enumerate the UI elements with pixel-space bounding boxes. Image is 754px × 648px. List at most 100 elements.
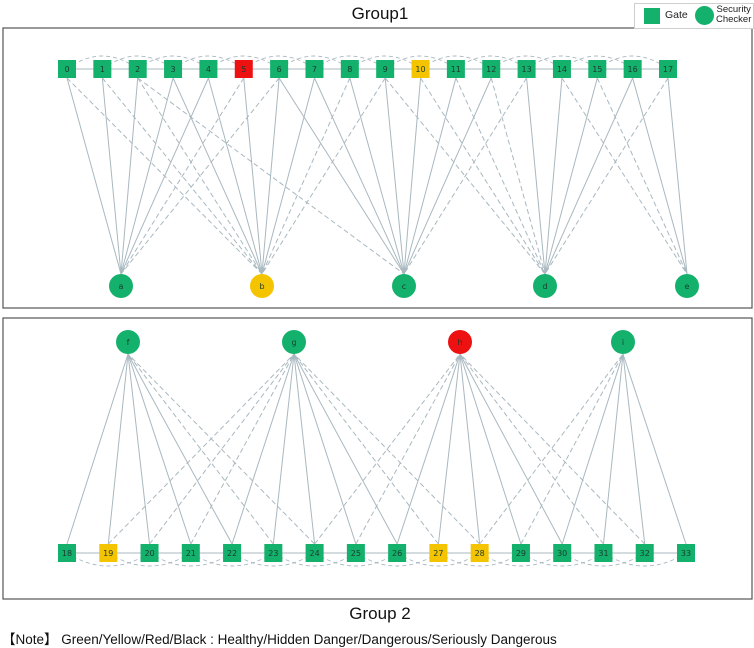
gate-square [223, 544, 242, 562]
gate-square [552, 60, 571, 78]
gate-label: 0 [64, 65, 69, 74]
gate-26[interactable]: 26 [388, 544, 407, 562]
checker-label: d [542, 282, 547, 291]
gate-square [411, 60, 430, 78]
checker-i[interactable]: i [611, 330, 635, 354]
gate-legend-label: Gate [665, 9, 688, 21]
dashed-link [120, 77, 245, 275]
gate-28[interactable]: 28 [470, 544, 489, 562]
gate-label: 32 [640, 549, 650, 558]
checker-h[interactable]: h [448, 330, 472, 354]
gate-16[interactable]: 16 [623, 60, 642, 78]
gate-square [553, 544, 572, 562]
gate-24[interactable]: 24 [305, 544, 324, 562]
checker-label: c [402, 282, 406, 291]
gate-31[interactable]: 31 [594, 544, 613, 562]
solid-link [66, 353, 129, 545]
gate-label: 21 [186, 549, 196, 558]
gate-4[interactable]: 4 [199, 60, 218, 78]
checker-a[interactable]: a [109, 274, 133, 298]
gate-label: 27 [433, 549, 443, 558]
checker-c[interactable]: c [392, 274, 416, 298]
gate-14[interactable]: 14 [552, 60, 571, 78]
gate-square [140, 544, 159, 562]
gate-label: 8 [347, 65, 352, 74]
gate-17[interactable]: 17 [659, 60, 677, 78]
gate-3[interactable]: 3 [164, 60, 183, 78]
gate-square [388, 544, 407, 562]
solid-link [231, 353, 295, 545]
gate-label: 30 [557, 549, 567, 558]
group-frame [2, 27, 753, 309]
gate-5[interactable]: 5 [234, 60, 253, 78]
solid-link [459, 353, 522, 545]
gate-32[interactable]: 32 [635, 544, 654, 562]
solid-link [403, 77, 422, 275]
gate-label: 19 [103, 549, 113, 558]
gate-label: 15 [592, 65, 602, 74]
gate-square [346, 544, 365, 562]
gate-0[interactable]: 0 [58, 60, 76, 78]
gate-29[interactable]: 29 [511, 544, 530, 562]
gate-label: 14 [557, 65, 567, 74]
gate-6[interactable]: 6 [270, 60, 289, 78]
gate-square [482, 60, 501, 78]
gate-square [199, 60, 218, 78]
gate-square [181, 544, 200, 562]
checker-b[interactable]: b [250, 274, 274, 298]
gate-2[interactable]: 2 [128, 60, 147, 78]
gate-square [594, 544, 613, 562]
dashed-link [107, 353, 295, 545]
gate-label: 17 [663, 65, 673, 74]
gate-21[interactable]: 21 [181, 544, 200, 562]
gate-legend-icon [644, 8, 660, 24]
solid-link [172, 77, 263, 275]
gate-30[interactable]: 30 [553, 544, 572, 562]
gate-square [264, 544, 283, 562]
gate-square [511, 544, 530, 562]
gate-33[interactable]: 33 [677, 544, 695, 562]
gate-label: 12 [486, 65, 496, 74]
group1-title: Group1 [351, 4, 409, 23]
gate-27[interactable]: 27 [429, 544, 448, 562]
solid-link [278, 77, 405, 275]
dashed-link [101, 77, 263, 275]
checker-d[interactable]: d [533, 274, 557, 298]
gate-square [635, 544, 654, 562]
gate-20[interactable]: 20 [140, 544, 159, 562]
gate-1[interactable]: 1 [93, 60, 112, 78]
gate-12[interactable]: 12 [482, 60, 501, 78]
gate-25[interactable]: 25 [346, 544, 365, 562]
gate-10[interactable]: 10 [411, 60, 430, 78]
gate-23[interactable]: 23 [264, 544, 283, 562]
checker-f[interactable]: f [116, 330, 140, 354]
gate-label: 16 [628, 65, 638, 74]
checker-circle [611, 330, 635, 354]
gate-square [58, 544, 76, 562]
gate-15[interactable]: 15 [588, 60, 607, 78]
solid-link [667, 77, 688, 275]
gate-11[interactable]: 11 [446, 60, 465, 78]
gate-18[interactable]: 18 [58, 544, 76, 562]
gate-label: 1 [100, 65, 105, 74]
checker-e[interactable]: e [675, 274, 699, 298]
solid-link [127, 353, 233, 545]
gate-8[interactable]: 8 [340, 60, 359, 78]
gate-13[interactable]: 13 [517, 60, 536, 78]
checker-g[interactable]: g [282, 330, 306, 354]
group2-title: Group 2 [349, 604, 411, 623]
gate-22[interactable]: 22 [223, 544, 242, 562]
gate-7[interactable]: 7 [305, 60, 324, 78]
gate-label: 25 [351, 549, 361, 558]
gate-9[interactable]: 9 [376, 60, 395, 78]
gate-label: 31 [598, 549, 608, 558]
gate-label: 33 [681, 549, 691, 558]
checker-label: h [457, 338, 462, 347]
gate-label: 5 [241, 65, 246, 74]
solid-link [207, 77, 263, 275]
solid-link [293, 353, 398, 545]
gate-19[interactable]: 19 [99, 544, 118, 562]
dashed-link [490, 77, 546, 275]
